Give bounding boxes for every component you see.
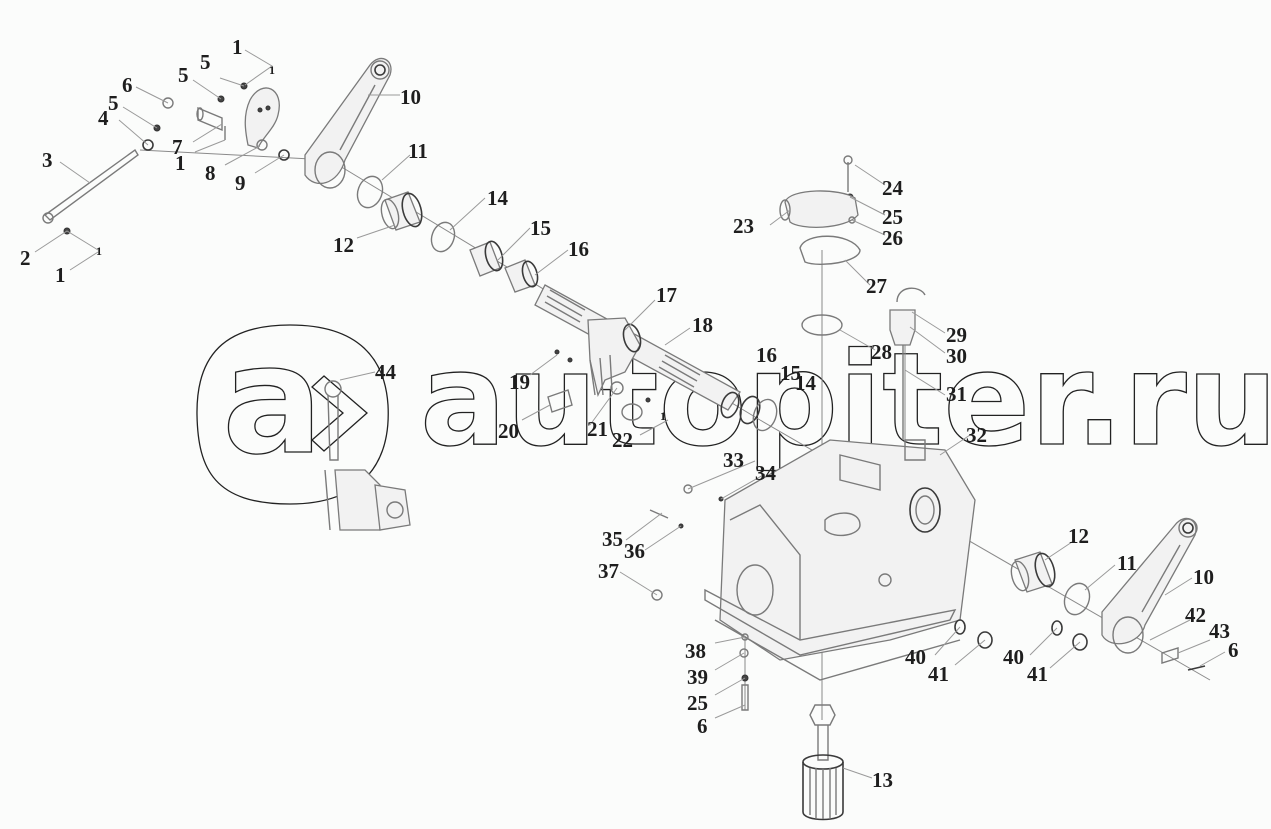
- part-bearing-left: [469, 240, 504, 277]
- callout-5: 5: [178, 63, 189, 87]
- part-sleeve: [196, 106, 226, 140]
- callout-43: 43: [1209, 619, 1230, 643]
- part-seal-ring-left: [356, 175, 384, 209]
- callout-23: 23: [733, 214, 754, 238]
- part-lever-plate: [244, 87, 280, 151]
- part-valve-assembly: [324, 380, 411, 531]
- callout-31: 31: [946, 382, 967, 406]
- callout-15: 15: [780, 361, 801, 385]
- part-bushing-left: [380, 191, 423, 231]
- part-small-fasteners-left: [142, 82, 248, 151]
- callout-11: 11: [1117, 551, 1137, 575]
- part-rod: [42, 148, 139, 235]
- callout-41: 41: [1027, 662, 1048, 686]
- callout-13: 13: [872, 768, 893, 792]
- part-washer: [278, 149, 290, 161]
- part-lever-arm-left: [304, 57, 392, 189]
- callout-2: 2: [20, 246, 31, 270]
- callout-21: 21: [587, 417, 608, 441]
- callout-3: 3: [42, 148, 53, 172]
- callout-34: 34: [755, 461, 777, 485]
- part-lever-arm-right: [1101, 517, 1198, 654]
- part-bearings-right-of-shaft: [720, 391, 778, 432]
- part-cover-gasket: [799, 235, 861, 265]
- callout-12: 12: [333, 233, 354, 257]
- leader-lines: [34, 49, 1226, 779]
- callout-18: 18: [692, 313, 713, 337]
- callout-6: 6: [1228, 638, 1239, 662]
- callout-11: 11: [408, 139, 428, 163]
- callout-9: 9: [235, 171, 246, 195]
- callout-42: 42: [1185, 603, 1206, 627]
- callout-12: 12: [1068, 524, 1089, 548]
- callout-37: 37: [598, 559, 619, 583]
- callout-35: 35: [602, 527, 623, 551]
- callout-1: 1: [55, 263, 66, 287]
- callout-25: 25: [687, 691, 708, 715]
- part-bearing-inner-left: [504, 259, 539, 293]
- callout-40: 40: [905, 645, 926, 669]
- part-seal-ring-right: [1063, 582, 1091, 616]
- callout-27: 27: [866, 274, 887, 298]
- callout-10: 10: [1193, 565, 1214, 589]
- callout-5: 5: [108, 91, 119, 115]
- part-snap-ring-left: [430, 221, 456, 253]
- callout-41: 41: [928, 662, 949, 686]
- part-dipstick: [889, 287, 926, 440]
- callout-14: 14: [487, 186, 509, 210]
- callout-36: 36: [624, 539, 645, 563]
- callout-10: 10: [400, 85, 421, 109]
- part-o-ring: [801, 314, 843, 336]
- callout-7: 7: [172, 135, 183, 159]
- part-bushing-right: [1010, 551, 1056, 593]
- callout-26: 26: [882, 226, 903, 250]
- callout-6: 6: [122, 73, 133, 97]
- callout-32: 32: [966, 423, 987, 447]
- part-fork-pin-assembly: [547, 349, 651, 421]
- callout-4: 4: [98, 106, 109, 130]
- callout-40: 40: [1003, 645, 1024, 669]
- callout-1: 1: [232, 35, 243, 59]
- callout-24: 24: [882, 176, 904, 200]
- callout-16: 16: [756, 343, 777, 367]
- callout-17: 17: [656, 283, 677, 307]
- part-oil-filter: [802, 704, 844, 821]
- callout-29: 29: [946, 323, 967, 347]
- callout-25: 25: [882, 205, 903, 229]
- callout-38: 38: [685, 639, 706, 663]
- callout-1: 1: [660, 409, 666, 423]
- part-top-cover: [779, 155, 859, 228]
- watermark-logo-letter: a: [222, 314, 323, 488]
- watermark-logo-badge: [196, 324, 389, 505]
- callout-22: 22: [612, 428, 633, 452]
- callout-1: 1: [175, 151, 186, 175]
- callout-6: 6: [697, 714, 708, 738]
- callout-39: 39: [687, 665, 708, 689]
- callout-16: 16: [568, 237, 589, 261]
- callout-1: 1: [96, 244, 102, 258]
- callout-19: 19: [509, 370, 530, 394]
- callout-28: 28: [871, 340, 892, 364]
- callout-33: 33: [723, 448, 744, 472]
- callout-44: 44: [375, 360, 397, 384]
- callout-8: 8: [205, 161, 216, 185]
- callout-5: 5: [200, 50, 211, 74]
- part-right-fasteners: [954, 619, 1206, 671]
- callout-20: 20: [498, 419, 519, 443]
- callout-1: 1: [269, 63, 275, 77]
- watermark-logo-arrow: [311, 375, 368, 452]
- callout-15: 15: [530, 216, 551, 240]
- callout-30: 30: [946, 344, 967, 368]
- callout-14: 14: [795, 371, 817, 395]
